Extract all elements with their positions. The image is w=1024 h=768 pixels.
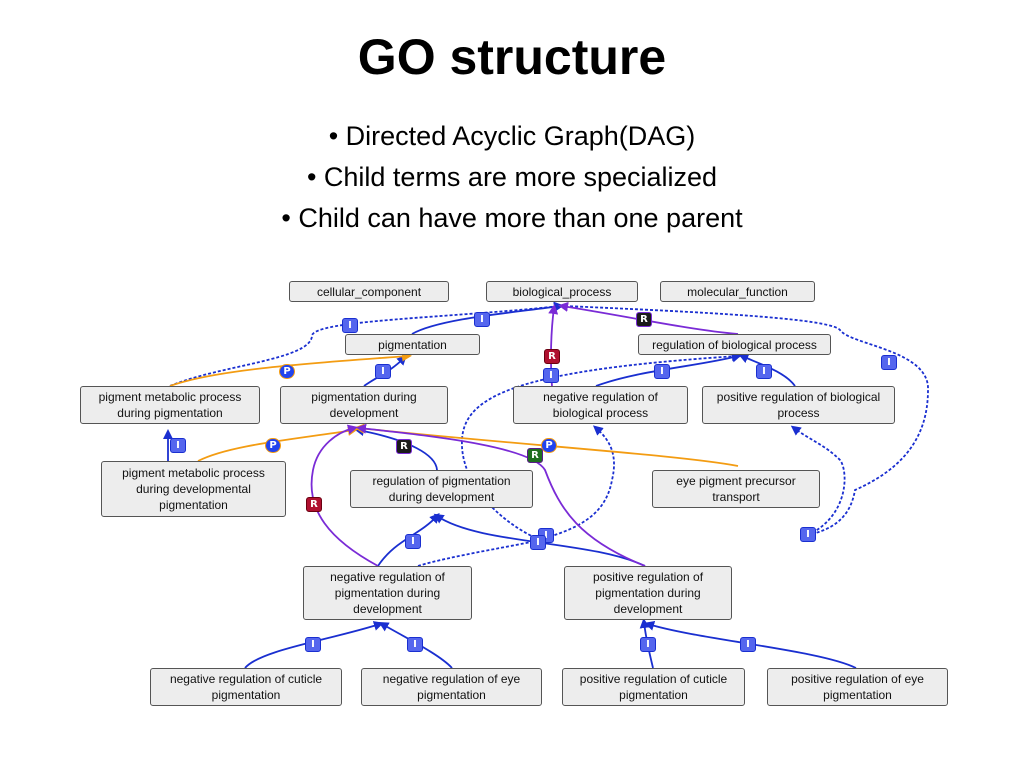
bullet-item: • Child terms are more specialized (306, 162, 718, 192)
bullet-list: • Directed Acyclic Graph(DAG) • Child te… (0, 116, 1024, 239)
edge-is-a (378, 622, 453, 669)
node-positive-regulation-of-cuticle-pigmentation[interactable]: positive regulation of cuticle pigmentat… (562, 668, 745, 706)
regulates-badge: R (527, 448, 543, 463)
part-of-badge: P (265, 438, 281, 453)
edge-part-of (354, 423, 739, 467)
is-a-badge: I (740, 637, 756, 652)
node-negative-regulation-of-pigmentation-during-development[interactable]: negative regulation of pigmentation duri… (303, 566, 472, 620)
bullet-item: • Child can have more than one parent (281, 203, 743, 233)
is-a-badge: I (375, 364, 391, 379)
part-of-badge: P (541, 438, 557, 453)
node-cellular-component[interactable]: cellular_component (289, 281, 449, 302)
is-a-badge: I (756, 364, 772, 379)
edge-is-a-dashed (564, 305, 929, 536)
regulates-badge: R (636, 312, 652, 327)
node-positive-regulation-of-eye-pigmentation[interactable]: positive regulation of eye pigmentation (767, 668, 948, 706)
bullet-item: • Directed Acyclic Graph(DAG) (328, 121, 696, 151)
is-a-badge: I (881, 355, 897, 370)
is-a-badge: I (530, 535, 546, 550)
regulates-badge: R (396, 439, 412, 454)
is-a-badge: I (543, 368, 559, 383)
is-a-badge: I (405, 534, 421, 549)
node-pigment-metabolic-process-during-developmental-pigmentation[interactable]: pigment metabolic process during develop… (101, 461, 286, 517)
node-positive-regulation-of-pigmentation-during-development[interactable]: positive regulation of pigmentation duri… (564, 566, 732, 620)
node-molecular-function[interactable]: molecular_function (660, 281, 815, 302)
node-eye-pigment-precursor-transport[interactable]: eye pigment precursor transport (652, 470, 820, 508)
node-pigment-metabolic-process-during-pigmentation[interactable]: pigment metabolic process during pigment… (80, 386, 260, 424)
edge-regulates (310, 424, 379, 567)
is-a-badge: I (407, 637, 423, 652)
edge-part-of (169, 351, 412, 387)
node-negative-regulation-of-cuticle-pigmentation[interactable]: negative regulation of cuticle pigmentat… (150, 668, 342, 706)
node-regulation-of-pigmentation-during-development[interactable]: regulation of pigmentation during develo… (350, 470, 533, 508)
node-pigmentation[interactable]: pigmentation (345, 334, 480, 355)
node-positive-regulation-of-biological-process[interactable]: positive regulation of biological proces… (702, 386, 895, 424)
node-regulation-of-biological-process[interactable]: regulation of biological process (638, 334, 831, 355)
regulates-badge: R (544, 349, 560, 364)
is-a-badge: I (800, 527, 816, 542)
node-negative-regulation-of-eye-pigmentation[interactable]: negative regulation of eye pigmentation (361, 668, 542, 706)
part-of-badge: P (279, 364, 295, 379)
is-a-badge: I (170, 438, 186, 453)
edge-is-a-dashed (417, 425, 615, 567)
is-a-badge: I (640, 637, 656, 652)
is-a-badge: I (654, 364, 670, 379)
edge-regulates (356, 423, 646, 567)
edge-is-a (244, 621, 384, 669)
edge-is-a (354, 426, 438, 471)
edge-regulates (558, 301, 739, 335)
node-biological-process[interactable]: biological_process (486, 281, 638, 302)
edge-is-a-dashed (790, 425, 846, 536)
slide-title: GO structure (357, 29, 667, 85)
is-a-badge: I (342, 318, 358, 333)
edge-part-of (197, 425, 358, 462)
edge-is-a-dashed (461, 351, 742, 541)
regulates-badge: R (306, 497, 322, 512)
node-negative-regulation-of-biological-process[interactable]: negative regulation of biological proces… (513, 386, 688, 424)
edge-is-a (644, 620, 857, 669)
is-a-badge: I (305, 637, 321, 652)
edge-is-a-dashed (169, 301, 564, 387)
node-pigmentation-during-development[interactable]: pigmentation during development (280, 386, 448, 424)
is-a-badge: I (474, 312, 490, 327)
